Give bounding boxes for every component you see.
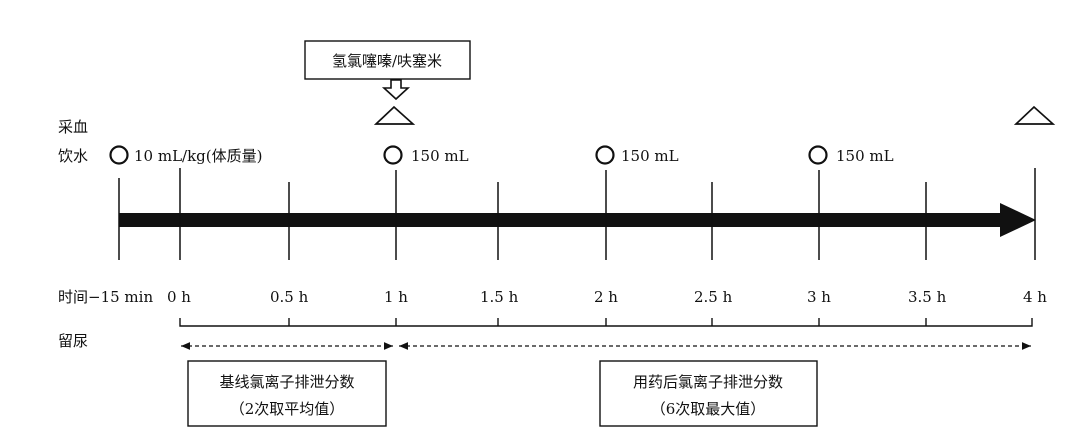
time-axis-bar [119,213,1003,227]
time-label: 1 h [384,288,408,306]
post-dose-phase-title: 用药后氯离子排泄分数 [633,373,783,391]
post-dose-phase-box [599,360,818,427]
time-axis-arrowhead [1000,203,1036,237]
blood-sample-triangle-icon [1013,105,1056,125]
time-label: 3.5 h [908,288,947,306]
post-dose-phase-note: （6次取最大值） [651,400,766,418]
water-intake-circle-icon [109,145,129,165]
row-label-urine: 留尿 [58,332,88,350]
blood-sample-triangle-icon [373,105,416,125]
row-label-water: 饮水 [58,147,88,165]
time-label: 2 h [594,288,618,306]
water-intake-circle-icon [595,145,615,165]
drug-arrow-icon [381,79,411,101]
water-intake-circle-icon [383,145,403,165]
drug-box-label: 氢氯噻嗪/呋塞米 [332,52,442,70]
water-intake-amount: 150 mL [411,147,469,165]
baseline-phase-title: 基线氯离子排泄分数 [219,373,354,391]
time-label: 3 h [807,288,831,306]
row-label-time: 时间 [58,288,88,306]
water-intake-amount: 150 mL [836,147,894,165]
urine-collection-bracket [179,318,1033,327]
time-label: −15 min [88,288,153,306]
baseline-phase-box [187,360,387,427]
time-label: 0.5 h [270,288,309,306]
row-label-blood: 采血 [58,118,88,136]
water-intake-amount: 150 mL [621,147,679,165]
time-label: 4 h [1023,288,1047,306]
time-label: 0 h [167,288,191,306]
baseline-phase-note: （2次取平均值） [230,400,345,418]
drug-box [304,40,471,80]
water-intake-amount: 10 mL/kg(体质量) [134,147,263,165]
time-label: 2.5 h [694,288,733,306]
water-intake-circle-icon [808,145,828,165]
time-label: 1.5 h [480,288,519,306]
